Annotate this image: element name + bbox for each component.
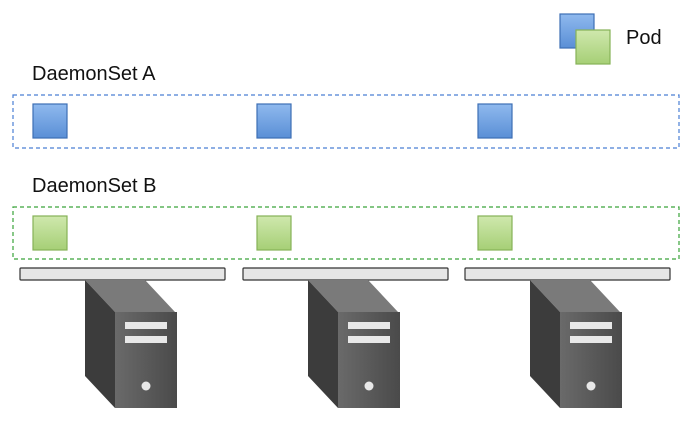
daemonset-a-pod-3 (477, 103, 513, 139)
daemonset-a-pod-1 (32, 103, 68, 139)
daemonset-a (12, 94, 680, 149)
daemonset-a-label: DaemonSet A (32, 63, 156, 85)
daemonset-b (12, 206, 680, 260)
daemonset-a-pod-2 (256, 103, 292, 139)
daemonset-b-pod-3 (477, 215, 513, 251)
daemonset-b-border (12, 206, 680, 260)
server-tower-icon-3 (530, 280, 622, 408)
node-shelf-2 (242, 267, 449, 281)
legend-pod-label: Pod (626, 27, 662, 49)
daemonset-b-label: DaemonSet B (32, 175, 157, 197)
server-tower-icon-2 (308, 280, 400, 408)
daemonset-b-pod-2 (256, 215, 292, 251)
node-shelf-3 (464, 267, 671, 281)
daemonset-a-border (12, 94, 680, 149)
legend (559, 13, 611, 65)
node-shelves (19, 267, 671, 281)
daemonset-b-pod-1 (32, 215, 68, 251)
node-shelf-1 (19, 267, 226, 281)
legend-pod-icon-front (575, 29, 611, 65)
server-tower-icon-1 (85, 280, 177, 408)
